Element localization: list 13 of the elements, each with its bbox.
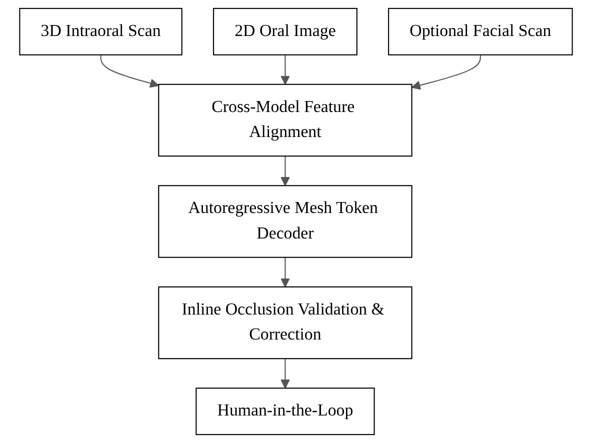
node-box: 3D Intraoral Scan <box>19 8 182 56</box>
node-box: Cross-Model Feature Alignment <box>158 84 412 157</box>
arrow <box>100 54 160 88</box>
node-box: Inline Occlusion Validation & Correction <box>158 286 412 360</box>
arrow <box>280 54 290 85</box>
node-box: Human-in-the-Loop <box>196 388 375 436</box>
arrow <box>411 54 481 90</box>
arrow <box>280 156 290 186</box>
arrow <box>280 257 290 288</box>
node-box: Autoregressive Mesh Token Decoder <box>158 185 412 258</box>
arrow <box>280 358 290 389</box>
node-box: Optional Facial Scan <box>388 8 573 56</box>
node-box: 2D Oral Image <box>212 8 358 56</box>
